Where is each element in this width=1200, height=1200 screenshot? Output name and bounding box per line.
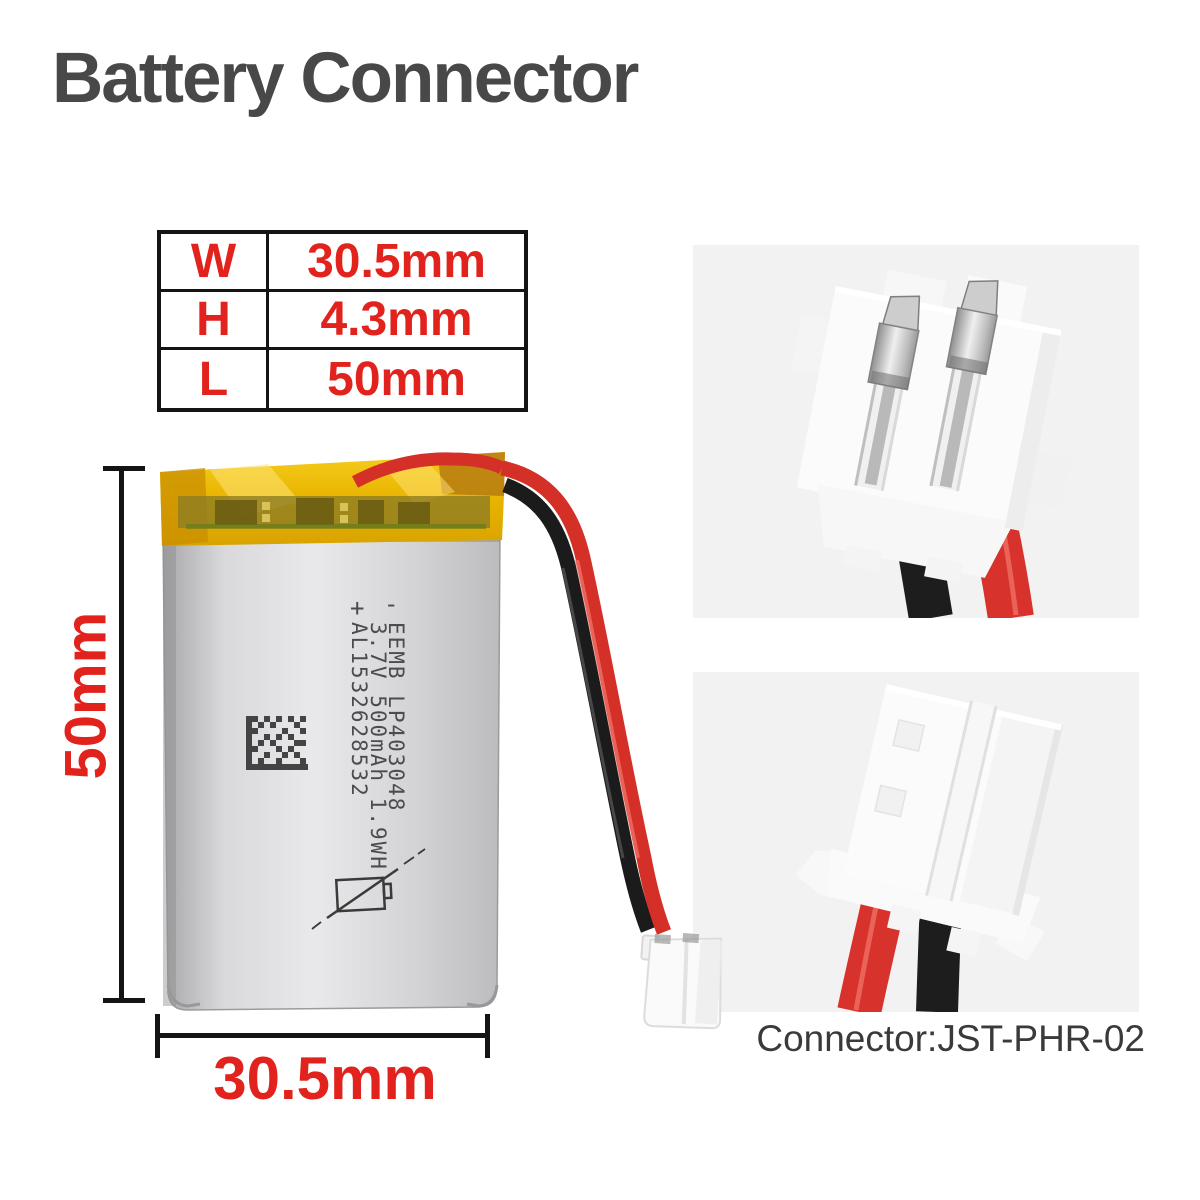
spec-table: W 30.5mm H 4.3mm L 50mm xyxy=(157,230,528,412)
jst-connector-back-body xyxy=(795,684,1064,961)
spec-value-h: 4.3mm xyxy=(320,293,473,346)
battery-print: - + EEMB LP403048 3.7V 500mAh 1.9WH AL15… xyxy=(347,590,408,871)
spec-label-w: W xyxy=(161,234,269,289)
width-dimension-tick-right xyxy=(485,1014,490,1058)
width-dimension-line xyxy=(156,1033,490,1038)
protection-circuit-board xyxy=(178,496,490,529)
height-dimension-label: 50mm xyxy=(53,611,119,780)
connector-back-illustration xyxy=(795,684,1064,1012)
red-wire-loop xyxy=(351,452,505,488)
spec-value-l: 50mm xyxy=(327,352,466,406)
connector-front-photo xyxy=(693,245,1139,618)
height-dimension-tick-top xyxy=(103,466,145,471)
battery-print-line: EEMB LP403048 xyxy=(384,622,408,812)
metal-pin-left xyxy=(864,295,921,486)
jst-connector-front-body xyxy=(791,269,1072,584)
height-dimension-line xyxy=(119,468,124,1002)
spec-value-w: 30.5mm xyxy=(307,235,486,288)
black-wire-highlight xyxy=(561,567,625,859)
kapton-tape xyxy=(160,452,505,546)
spec-label-l: L xyxy=(161,350,269,408)
plus-polarity-mark: + xyxy=(350,594,366,622)
minus-polarity-mark: - xyxy=(384,590,400,618)
connector-back-photo xyxy=(693,672,1139,1012)
width-dimension-tick-left xyxy=(155,1014,160,1058)
black-wire xyxy=(502,477,656,933)
metal-pin-right xyxy=(939,280,999,488)
table-row: L 50mm xyxy=(161,350,524,408)
battery-foot-right xyxy=(466,984,499,1008)
red-wire xyxy=(500,460,672,935)
connector-front-illustration xyxy=(791,269,1072,618)
battery-photo: - + EEMB LP403048 3.7V 500mAh 1.9WH AL15… xyxy=(160,452,723,1030)
red-wire-highlight xyxy=(575,559,640,859)
battery-print-line: 3.7V 500mAh 1.9WH xyxy=(366,622,390,871)
table-row: H 4.3mm xyxy=(161,292,524,350)
spec-label-h: H xyxy=(161,292,269,347)
battery-body xyxy=(162,531,501,1011)
table-row: W 30.5mm xyxy=(161,234,524,292)
width-dimension-label: 30.5mm xyxy=(213,1045,437,1112)
battery-foot-left xyxy=(166,984,201,1008)
data-matrix-barcode-icon xyxy=(246,716,308,770)
page-title: Battery Connector xyxy=(52,39,639,118)
crossed-battery-icon xyxy=(311,848,426,930)
battery-side-fold xyxy=(163,534,176,1006)
height-dimension-tick-bottom xyxy=(103,998,145,1003)
battery-print-line: AL1532628532 xyxy=(347,622,371,798)
jst-connector-small xyxy=(640,932,723,1030)
connector-model-caption: Connector:JST-PHR-02 xyxy=(756,1018,1145,1059)
